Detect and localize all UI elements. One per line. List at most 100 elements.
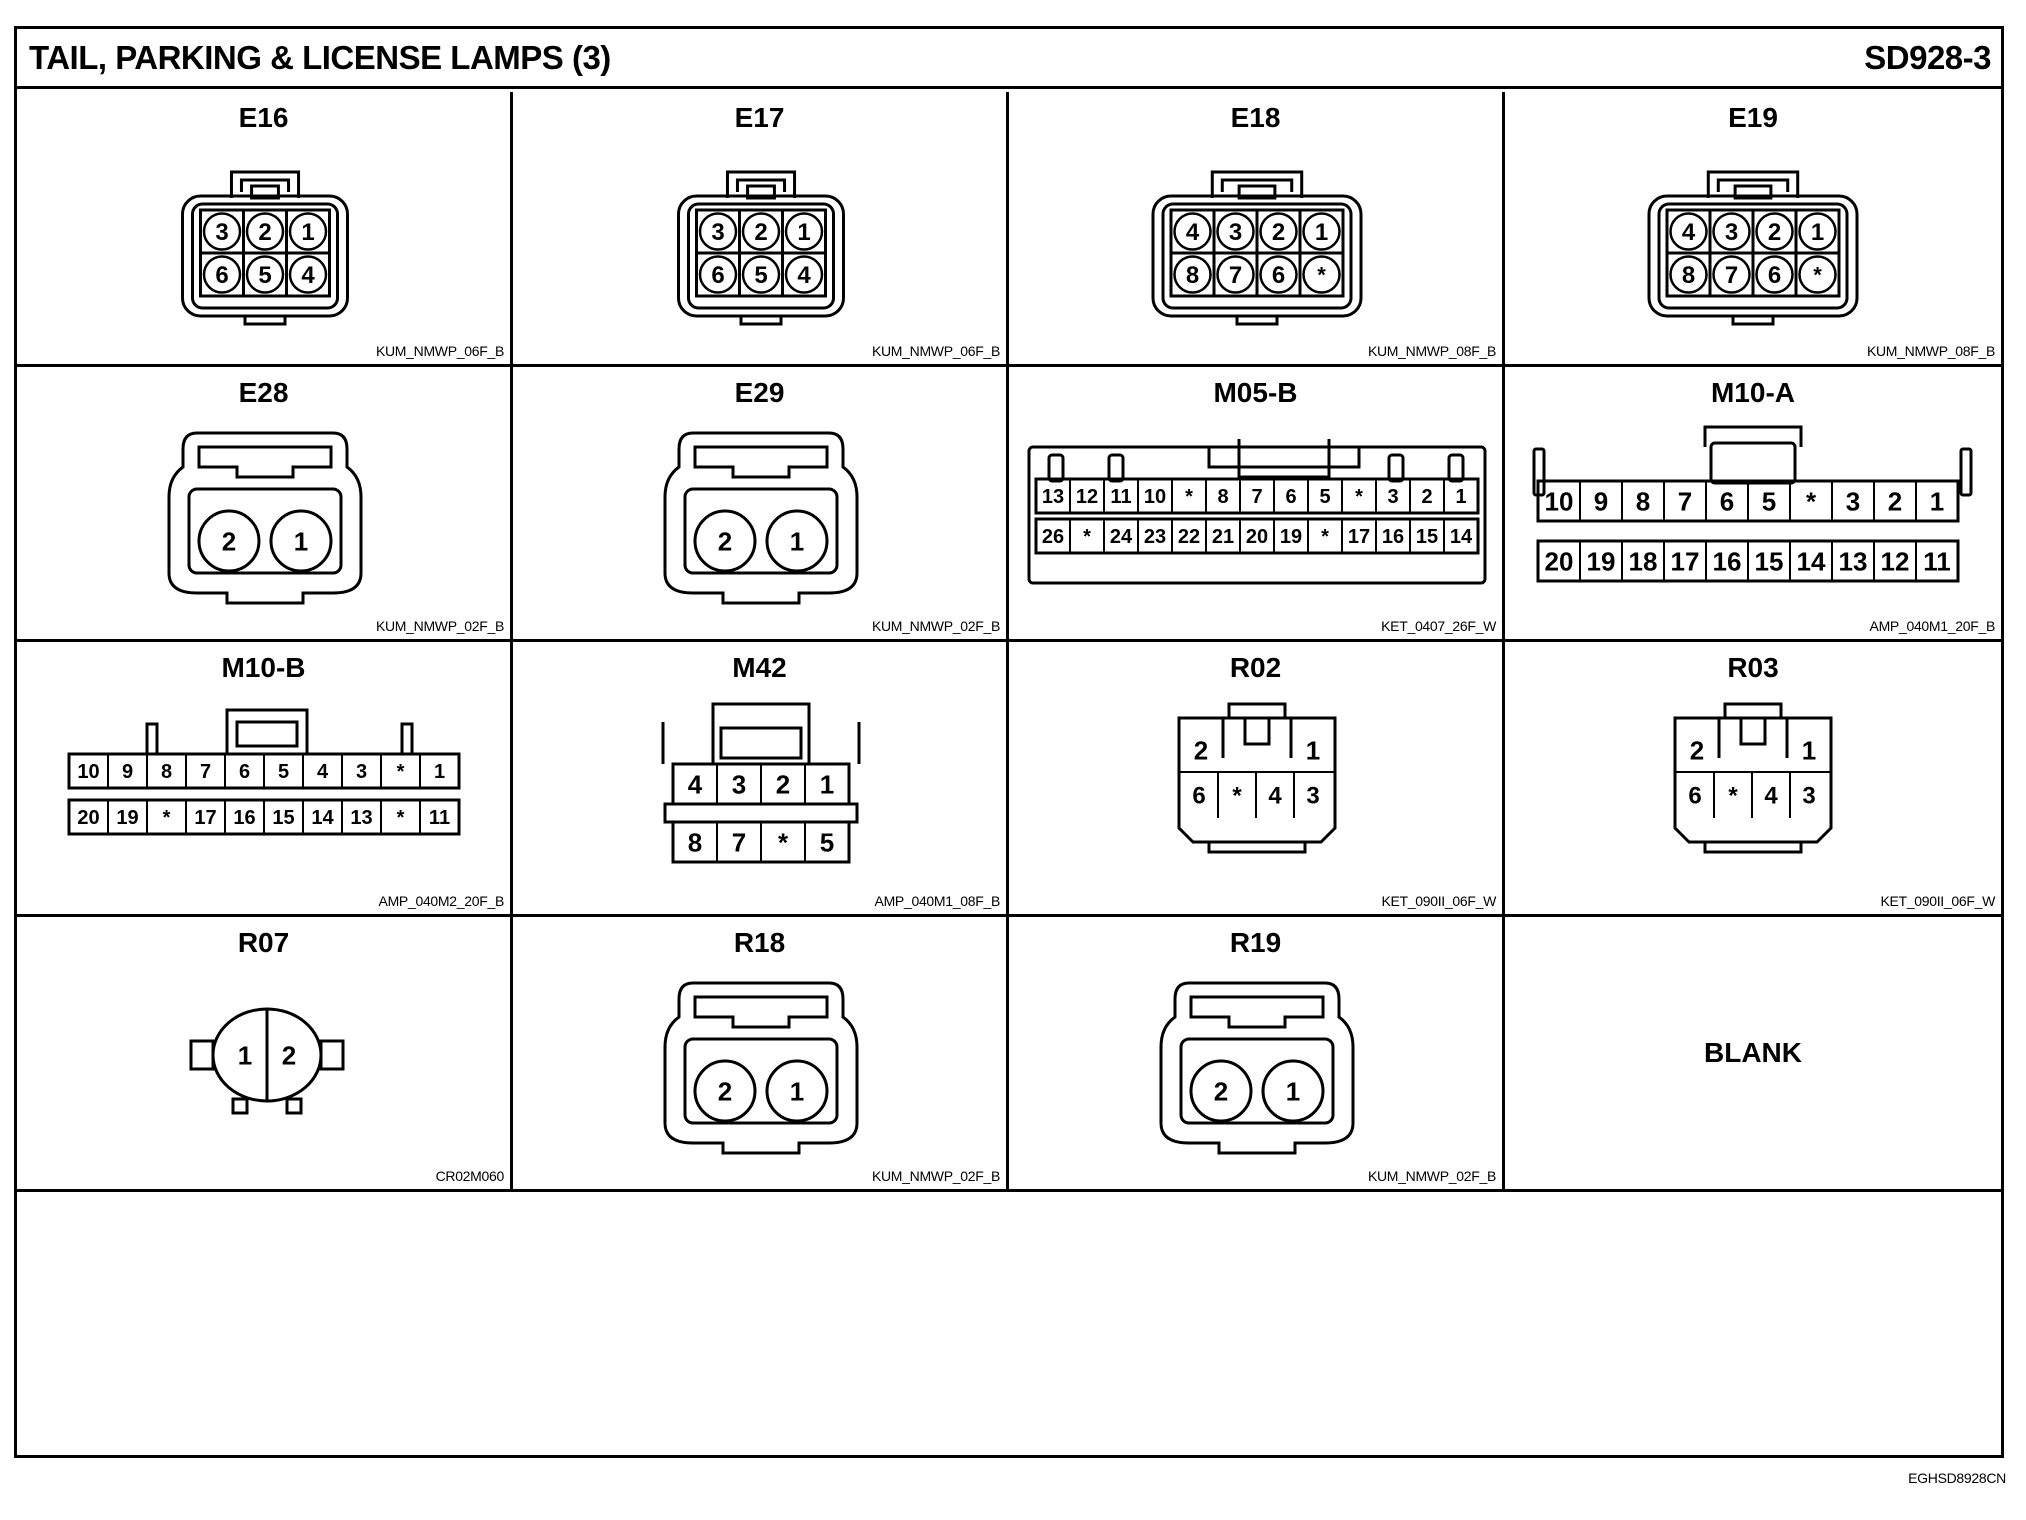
pin-label: 1: [1802, 735, 1816, 765]
pin-circle: [1712, 212, 1751, 251]
pin-label: 15: [1416, 526, 1438, 548]
pin-label: *: [1232, 783, 1242, 810]
pin-label: 3: [1802, 783, 1815, 810]
pin-circle: [784, 255, 824, 294]
pin-label: 2: [718, 526, 732, 556]
latch-outline: [1210, 170, 1304, 198]
pin-label: 4: [1186, 219, 1200, 246]
latch-outline: [1227, 702, 1287, 718]
housing-inner: [683, 1037, 839, 1125]
pin-label: 2: [1768, 219, 1781, 246]
connector-name: R07: [237, 927, 290, 958]
connector-name: R03: [1727, 652, 1779, 683]
housing-inner: [187, 487, 343, 575]
key-tab: [1207, 840, 1307, 854]
connector-code: KUM_NMWP_02F_B: [375, 618, 504, 634]
pin-circle: [1669, 212, 1708, 251]
pin-label: 3: [1229, 219, 1242, 246]
pin-label: 12: [1881, 546, 1910, 576]
housing-outline: [663, 981, 859, 1155]
pin-circle: [288, 212, 328, 251]
connector-name: M10-A: [1710, 377, 1795, 408]
pin-circle: [1798, 255, 1837, 294]
pin-label: 17: [194, 807, 216, 829]
pin-label: 6: [711, 262, 724, 289]
pin-label: 2: [1272, 219, 1285, 246]
pin-circle: [245, 212, 285, 251]
pin-label: 8: [1636, 486, 1650, 516]
pin-circle: [693, 509, 757, 573]
pin-label: 1: [797, 219, 810, 246]
housing-outline: [1673, 716, 1833, 844]
pin-label: 1: [1306, 735, 1320, 765]
pin-circle: [1173, 255, 1212, 294]
pin-label: 23: [1144, 526, 1166, 548]
pin-circle: [1798, 212, 1837, 251]
pin-label: 4: [1682, 219, 1696, 246]
pin-label: 10: [77, 761, 99, 783]
pin-label: 3: [711, 219, 724, 246]
pin-circle: [288, 255, 328, 294]
pin-cavity: [1794, 251, 1841, 298]
pin-circle: [197, 509, 261, 573]
pin-label: 3: [356, 761, 367, 783]
pin-label: *: [1083, 526, 1091, 548]
pin-circle: [1216, 212, 1255, 251]
connector-code: KUM_NMWP_02F_B: [871, 618, 1000, 634]
latch-outline: [735, 178, 787, 192]
lock-tab: [1959, 447, 1973, 497]
latch-notch: [250, 184, 280, 200]
pin-circle: [202, 255, 242, 294]
pin-label: *: [1728, 783, 1738, 810]
pin-label: 11: [1923, 546, 1951, 576]
pin-label: 4: [301, 262, 315, 289]
pin-label: 1: [820, 769, 834, 799]
key-tab: [1703, 840, 1803, 854]
pin-label: 5: [278, 761, 289, 783]
pin-label: 7: [1725, 262, 1738, 289]
pin-label: 17: [1348, 526, 1370, 548]
pin-label: 14: [1797, 546, 1826, 576]
housing-outline: [1177, 716, 1337, 844]
pin-circle: [693, 1059, 757, 1123]
connector-name: E29: [734, 377, 785, 408]
housing-inner: [1179, 1037, 1335, 1125]
pin-circle: [1261, 1059, 1325, 1123]
pin-circle: [765, 1059, 829, 1123]
connector-name: E18: [1230, 102, 1281, 133]
latch-notch: [1733, 184, 1773, 200]
housing-outline: [1159, 981, 1355, 1155]
pin-label: 15: [1755, 546, 1784, 576]
pin-label: 1: [1455, 486, 1466, 508]
key-tab: [1235, 314, 1279, 326]
pin-label: 3: [1725, 219, 1738, 246]
pin-label: *: [397, 807, 405, 829]
connector-code: AMP_040M1_08F_B: [874, 893, 1001, 909]
latch-body: [1709, 441, 1797, 485]
pin-label: 1: [1315, 219, 1328, 246]
connector-cell: BLANK: [1505, 917, 2001, 1192]
connector-code: KUM_NMWP_08F_B: [1367, 343, 1496, 359]
side-tab: [189, 1039, 215, 1071]
pin-label: 2: [718, 1076, 732, 1106]
pin-label: 16: [233, 807, 255, 829]
foot-tab: [285, 1097, 303, 1115]
key-tab: [243, 314, 287, 326]
connector-name: M10-B: [221, 652, 306, 683]
connector-name: R18: [733, 927, 786, 958]
pin-label: 2: [222, 526, 236, 556]
pin-label: 9: [122, 761, 133, 783]
pin-circle: [741, 212, 781, 251]
connector-code: KUM_NMWP_08F_B: [1866, 343, 1995, 359]
pin-label: 2: [754, 219, 767, 246]
lock-tab: [1107, 453, 1125, 483]
